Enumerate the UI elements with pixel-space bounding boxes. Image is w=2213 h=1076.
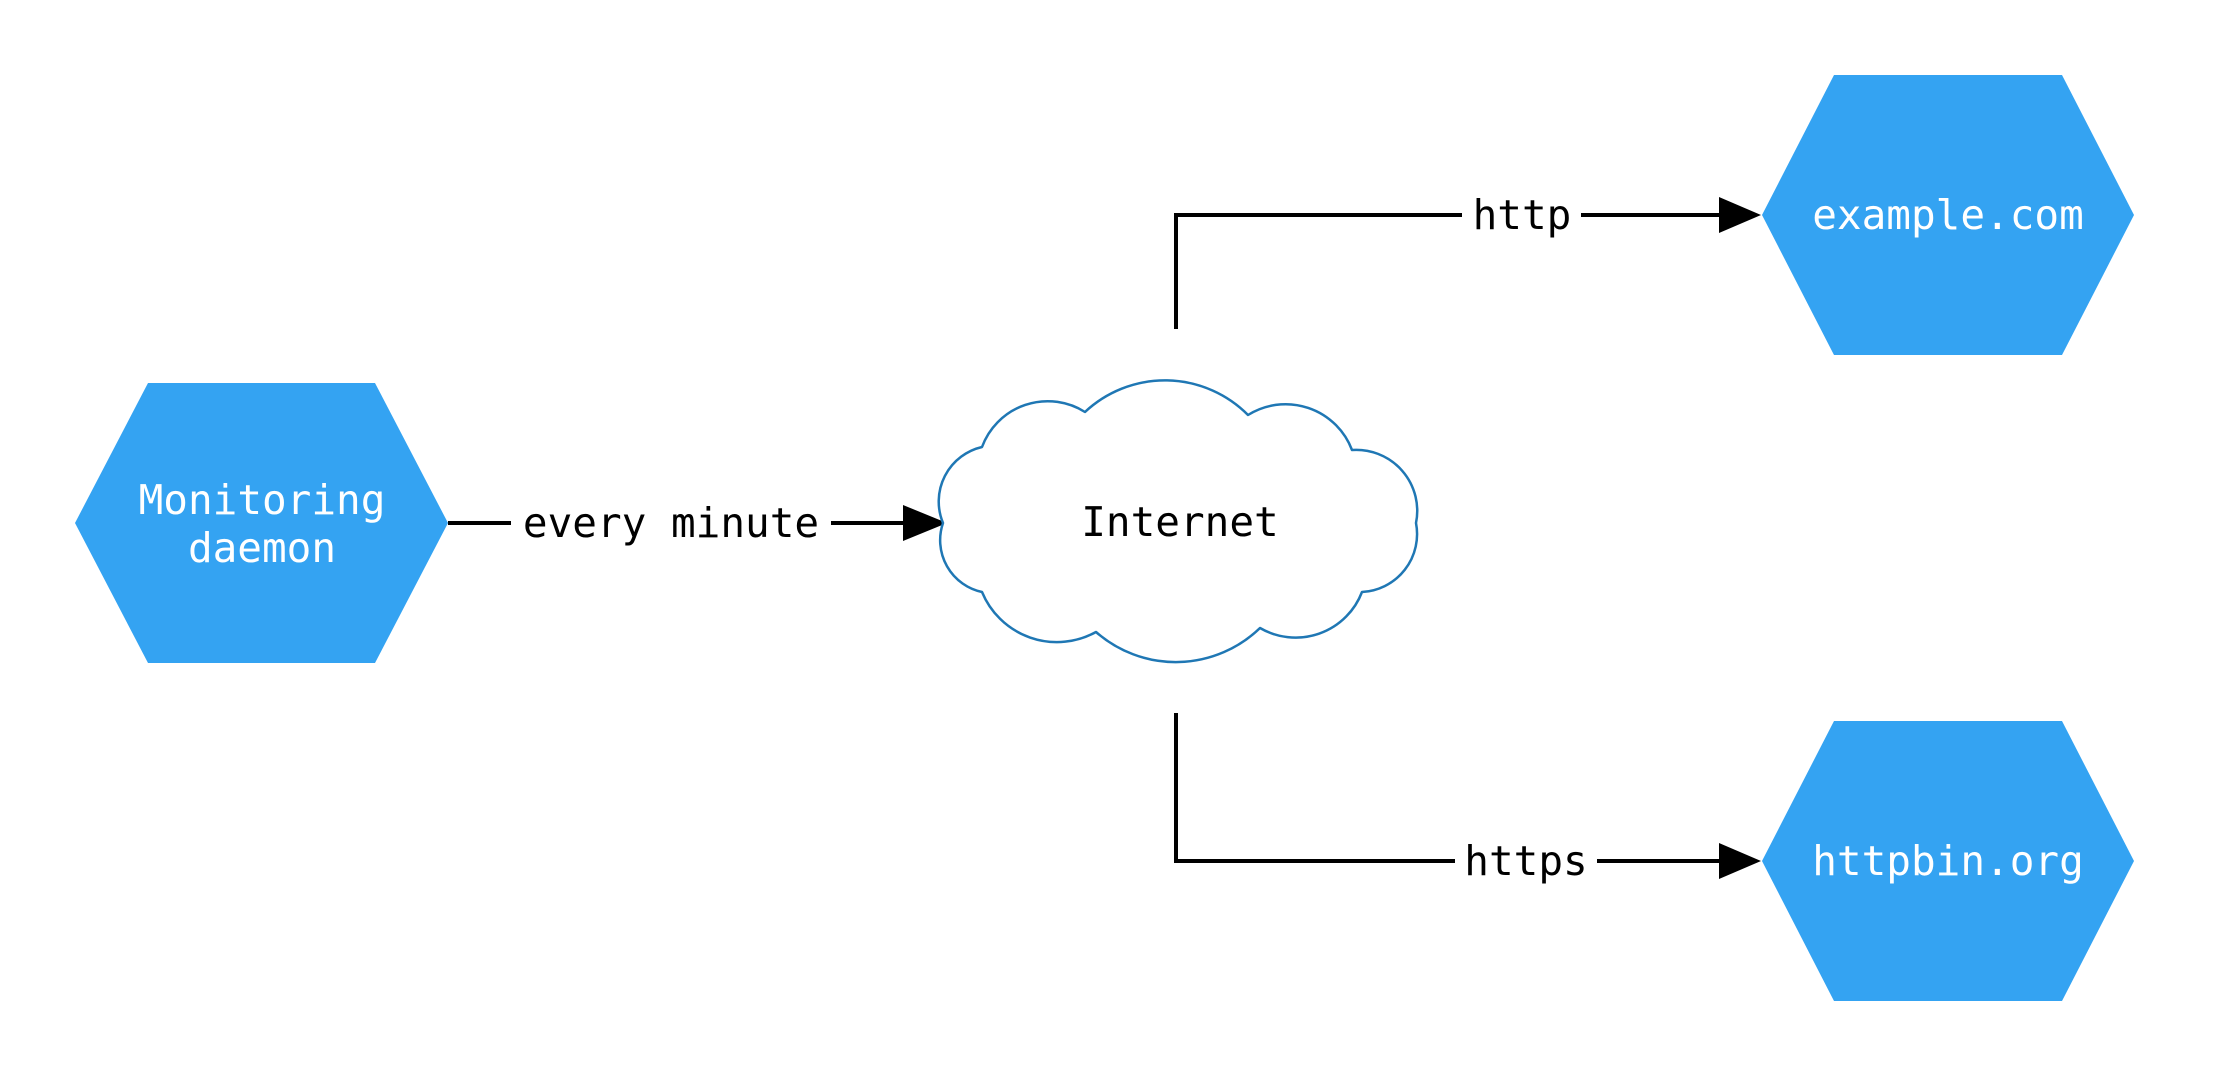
example-com-label: example.com: [1812, 191, 2084, 239]
monitoring-daemon-label-line2: daemon: [188, 524, 336, 572]
node-example-com: example.com: [1762, 75, 2134, 355]
monitoring-daemon-label-line1: Monitoring: [139, 476, 386, 524]
node-internet-cloud: Internet: [937, 379, 1419, 664]
edge-http: http: [1174, 191, 1761, 329]
node-monitoring-daemon: Monitoring daemon: [75, 383, 448, 663]
edge-https-label: https: [1464, 837, 1587, 885]
edge-https-elbow: [1174, 713, 1455, 863]
edge-http-elbow: [1174, 213, 1462, 329]
internet-cloud-icon: [937, 379, 1419, 664]
edge-https: https: [1174, 713, 1761, 885]
edge-every-minute: every minute: [448, 499, 947, 547]
httpbin-org-hexagon: [1762, 721, 2134, 1001]
httpbin-org-label: httpbin.org: [1812, 837, 2084, 885]
edge-every-minute-label: every minute: [523, 499, 819, 547]
arrowhead-into-httpbin-icon: [1719, 843, 1761, 879]
edge-http-label: http: [1473, 191, 1572, 239]
node-httpbin-org: httpbin.org: [1762, 721, 2134, 1001]
arrowhead-into-example-icon: [1719, 197, 1761, 233]
example-com-hexagon: [1762, 75, 2134, 355]
internet-label: Internet: [1081, 498, 1278, 546]
arrowhead-into-internet-icon: [903, 505, 947, 541]
monitoring-daemon-hexagon: [75, 383, 448, 663]
